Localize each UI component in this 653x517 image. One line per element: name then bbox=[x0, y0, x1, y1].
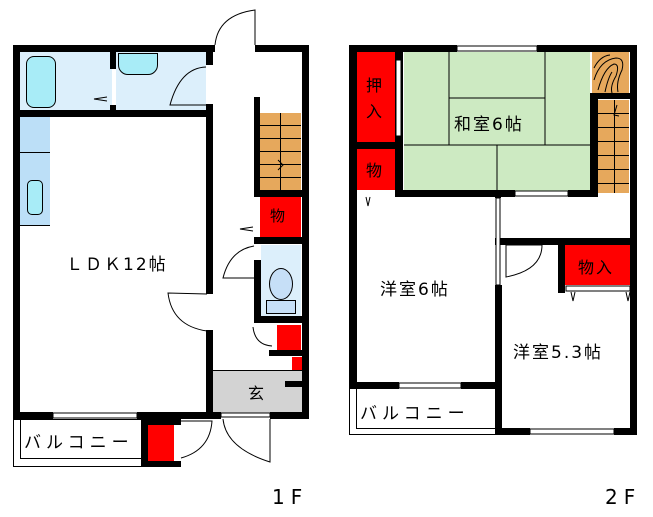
wall bbox=[254, 97, 260, 197]
wall bbox=[13, 412, 53, 419]
oshiire-label-1: 押 bbox=[366, 76, 385, 95]
floor-caption-1f: 1F bbox=[272, 485, 309, 509]
wall bbox=[269, 350, 309, 356]
storage-1f-small-b bbox=[292, 357, 302, 382]
counter-divider bbox=[20, 152, 50, 153]
wall bbox=[590, 93, 637, 99]
wall bbox=[590, 93, 598, 197]
wall bbox=[495, 285, 502, 435]
entrance-label: 玄 bbox=[248, 384, 267, 403]
wall bbox=[110, 52, 116, 69]
wall bbox=[137, 412, 221, 419]
kitchen-sink-icon bbox=[27, 180, 43, 215]
wall bbox=[110, 105, 116, 113]
yoshitsu-53-label: 洋室5.3帖 bbox=[513, 343, 604, 363]
washitsu-label: 和室6帖 bbox=[454, 115, 524, 135]
wall bbox=[349, 45, 457, 52]
storage-1f-upper-label: 物 bbox=[270, 207, 288, 225]
wall bbox=[206, 330, 213, 418]
wall bbox=[349, 45, 357, 205]
wall bbox=[254, 237, 309, 244]
closet-2f-left-label: 物 bbox=[366, 161, 385, 180]
storage-1f-balcony bbox=[148, 421, 174, 461]
balcony-1f-inner bbox=[20, 419, 141, 459]
wall bbox=[270, 412, 309, 419]
wall bbox=[285, 381, 309, 387]
yoshitsu-6-label: 洋室6帖 bbox=[380, 280, 450, 300]
oshiire-label-2: 入 bbox=[366, 102, 385, 121]
toilet-bowl-icon bbox=[269, 268, 293, 300]
wall bbox=[349, 382, 399, 389]
wall bbox=[13, 45, 20, 418]
wall bbox=[568, 190, 598, 197]
balcony-1f-label: バルコニー bbox=[24, 433, 134, 453]
wall bbox=[614, 428, 637, 435]
wall bbox=[495, 238, 637, 245]
stairs-2f bbox=[598, 100, 629, 193]
closet-2f-right-label: 物入 bbox=[578, 258, 615, 277]
wall bbox=[206, 45, 213, 65]
floor-caption-2f: 2F bbox=[605, 485, 642, 509]
stairs-2f-center bbox=[614, 100, 615, 193]
storage-1f-upper bbox=[260, 197, 301, 237]
wall bbox=[495, 428, 530, 435]
bathtub-icon bbox=[26, 56, 56, 108]
wall bbox=[495, 190, 501, 198]
wall bbox=[558, 238, 565, 293]
wall bbox=[13, 45, 215, 52]
wall bbox=[254, 190, 309, 197]
wall bbox=[461, 382, 501, 389]
closet-2f-left bbox=[357, 148, 395, 190]
wall bbox=[395, 190, 515, 197]
sink-icon bbox=[118, 53, 158, 75]
wall bbox=[537, 45, 637, 52]
storage-1f-small-a bbox=[277, 325, 301, 350]
wall bbox=[349, 194, 357, 384]
balcony-2f bbox=[349, 389, 495, 435]
wall bbox=[13, 110, 213, 117]
wall bbox=[254, 260, 261, 322]
balcony-1f bbox=[13, 419, 141, 467]
wall bbox=[349, 142, 403, 149]
entrance-genkan bbox=[213, 370, 302, 413]
wall bbox=[255, 45, 309, 52]
toilet-tank-icon bbox=[266, 300, 296, 314]
wall bbox=[302, 45, 309, 418]
wall bbox=[254, 316, 309, 323]
wall bbox=[141, 419, 181, 425]
wall bbox=[206, 104, 213, 294]
wall bbox=[141, 461, 181, 467]
balcony-2f-label: バルコニー bbox=[360, 404, 470, 424]
ldk-label: ＬＤＫ12帖 bbox=[66, 255, 168, 275]
wall bbox=[141, 419, 148, 467]
balcony-2f-inner bbox=[356, 389, 495, 429]
stairs-1f-center bbox=[280, 113, 281, 191]
closet-2f-right bbox=[565, 245, 637, 285]
oshiire-closet bbox=[357, 52, 395, 142]
